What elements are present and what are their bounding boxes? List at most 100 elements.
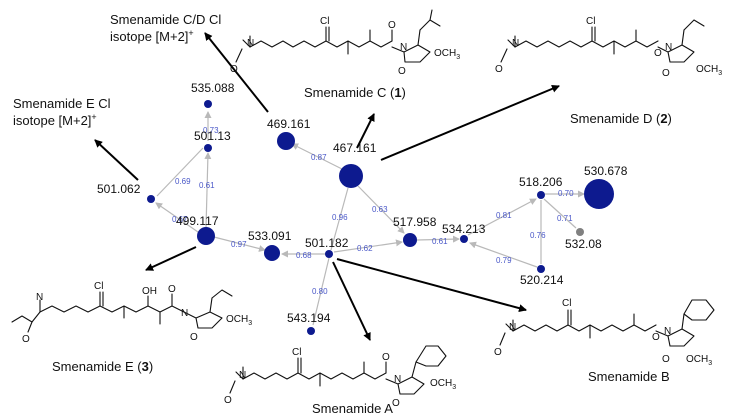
node-label: 534.213 <box>442 222 486 236</box>
node-label: 517.958 <box>393 215 437 229</box>
annotation-arrows <box>94 32 560 341</box>
node-label: 499.117 <box>176 214 219 228</box>
node-501c[interactable] <box>325 250 333 258</box>
edge-label: 0.67 <box>172 215 188 224</box>
edge-label: 0.87 <box>311 153 327 162</box>
edge-label: 0.61 <box>432 237 448 246</box>
edge-label: 0.76 <box>530 231 546 240</box>
network-edges <box>155 111 585 326</box>
node-517[interactable] <box>403 233 417 247</box>
atom-n: N <box>181 308 188 319</box>
edge-label: 0.70 <box>558 189 574 198</box>
edge-499-501a <box>204 152 212 229</box>
atom-n: N <box>665 42 672 53</box>
node-label: 532.08 <box>565 237 602 251</box>
atom-cl: Cl <box>562 298 571 309</box>
node-label: 501.182 <box>305 236 349 250</box>
atom-n: N <box>36 292 43 303</box>
node-534[interactable] <box>460 235 468 243</box>
atom-o: O <box>190 332 198 343</box>
atom-och3: OCH3 <box>434 48 460 61</box>
network-nodes <box>147 100 614 335</box>
atom-cl: Cl <box>586 16 595 27</box>
atom-och3: OCH3 <box>696 64 722 77</box>
structure-smenamide-a: Cl O N O N O OCH3 <box>224 345 456 409</box>
cd-isotope-caption-line2: isotope [M+2]+ <box>110 28 194 44</box>
edge-501c-517 <box>333 239 403 253</box>
arrow-to-smenamide-a <box>332 261 371 341</box>
atom-n: N <box>400 42 407 53</box>
node-label: 535.088 <box>191 81 235 95</box>
edge-label: 0.62 <box>357 244 373 253</box>
edge-label: 0.79 <box>496 256 512 265</box>
arrow-to-e-isotope <box>94 139 139 181</box>
structure-smenamide-b: Cl O N O N O OCH3 <box>494 298 715 367</box>
atom-o: O <box>230 64 238 75</box>
node-520[interactable] <box>537 265 545 273</box>
node-label: 533.091 <box>248 229 292 243</box>
edge-label: 0.81 <box>496 211 512 220</box>
atom-o: O <box>388 20 396 31</box>
edge-517-534 <box>416 235 460 243</box>
atom-o: O <box>392 398 400 409</box>
smenamide-d-caption: Smenamide D (2) <box>570 111 672 126</box>
edge-501a-501b <box>156 147 204 197</box>
node-499[interactable] <box>197 227 215 245</box>
arrow-to-smenamide-e <box>145 246 197 271</box>
node-467[interactable] <box>339 164 363 188</box>
edge-467-517 <box>357 185 405 234</box>
structure-smenamide-c: Cl O N O N O OCH3 <box>230 9 460 77</box>
edge-467-469 <box>291 143 345 171</box>
edge-518-532 <box>543 198 577 229</box>
edge-501c-543 <box>312 257 330 326</box>
arrow-to-cd-isotope <box>204 32 269 113</box>
atom-och3: OCH3 <box>686 354 712 367</box>
atom-o: O <box>22 334 30 345</box>
arrow-to-smenamide-d <box>380 84 560 161</box>
edge-467-501c <box>330 187 349 251</box>
node-518[interactable] <box>537 191 545 199</box>
atom-o: O <box>494 347 502 358</box>
edge-label: 0.63 <box>372 205 388 214</box>
atom-o: O <box>224 395 232 406</box>
atom-och3: OCH3 <box>430 378 456 391</box>
atom-n: N <box>512 38 519 49</box>
atom-o: O <box>652 332 660 343</box>
node-530[interactable] <box>584 179 614 209</box>
node-535[interactable] <box>204 100 212 108</box>
atom-o: O <box>654 48 662 59</box>
atom-o: O <box>662 354 670 365</box>
node-label: 469.161 <box>267 117 311 131</box>
node-532[interactable] <box>576 228 584 236</box>
cd-isotope-caption-line1: Smenamide C/D Cl <box>110 12 221 27</box>
node-label: 543.194 <box>287 311 331 325</box>
atom-n: N <box>394 374 401 385</box>
node-501b[interactable] <box>147 195 155 203</box>
atom-oh: OH <box>142 286 157 297</box>
atom-o: O <box>495 64 503 75</box>
atom-n: N <box>664 326 671 337</box>
atom-o: O <box>398 66 406 77</box>
atom-o: O <box>662 68 670 79</box>
node-label: 501.13 <box>194 129 231 143</box>
atom-o: O <box>168 284 176 295</box>
e-isotope-caption-line1: Smenamide E Cl <box>13 96 111 111</box>
atom-cl: Cl <box>320 16 329 27</box>
edge-label: 0.68 <box>296 251 312 260</box>
node-533[interactable] <box>264 245 280 261</box>
node-label: 530.678 <box>584 164 628 178</box>
atom-och3: OCH3 <box>226 314 252 327</box>
smenamide-b-caption: Smenamide B <box>588 369 670 384</box>
structure-smenamide-d: Cl O N O N O OCH3 <box>495 16 722 79</box>
edge-label: 0.80 <box>312 287 328 296</box>
node-501a[interactable] <box>204 144 212 152</box>
e-isotope-caption-line2: isotope [M+2]+ <box>13 112 97 128</box>
atom-cl: Cl <box>292 347 301 358</box>
atom-n: N <box>247 38 254 49</box>
node-543[interactable] <box>307 327 315 335</box>
edge-label: 0.97 <box>231 240 247 249</box>
atom-n: N <box>239 370 246 381</box>
edge-label: 0.69 <box>175 177 191 186</box>
node-469[interactable] <box>277 132 295 150</box>
